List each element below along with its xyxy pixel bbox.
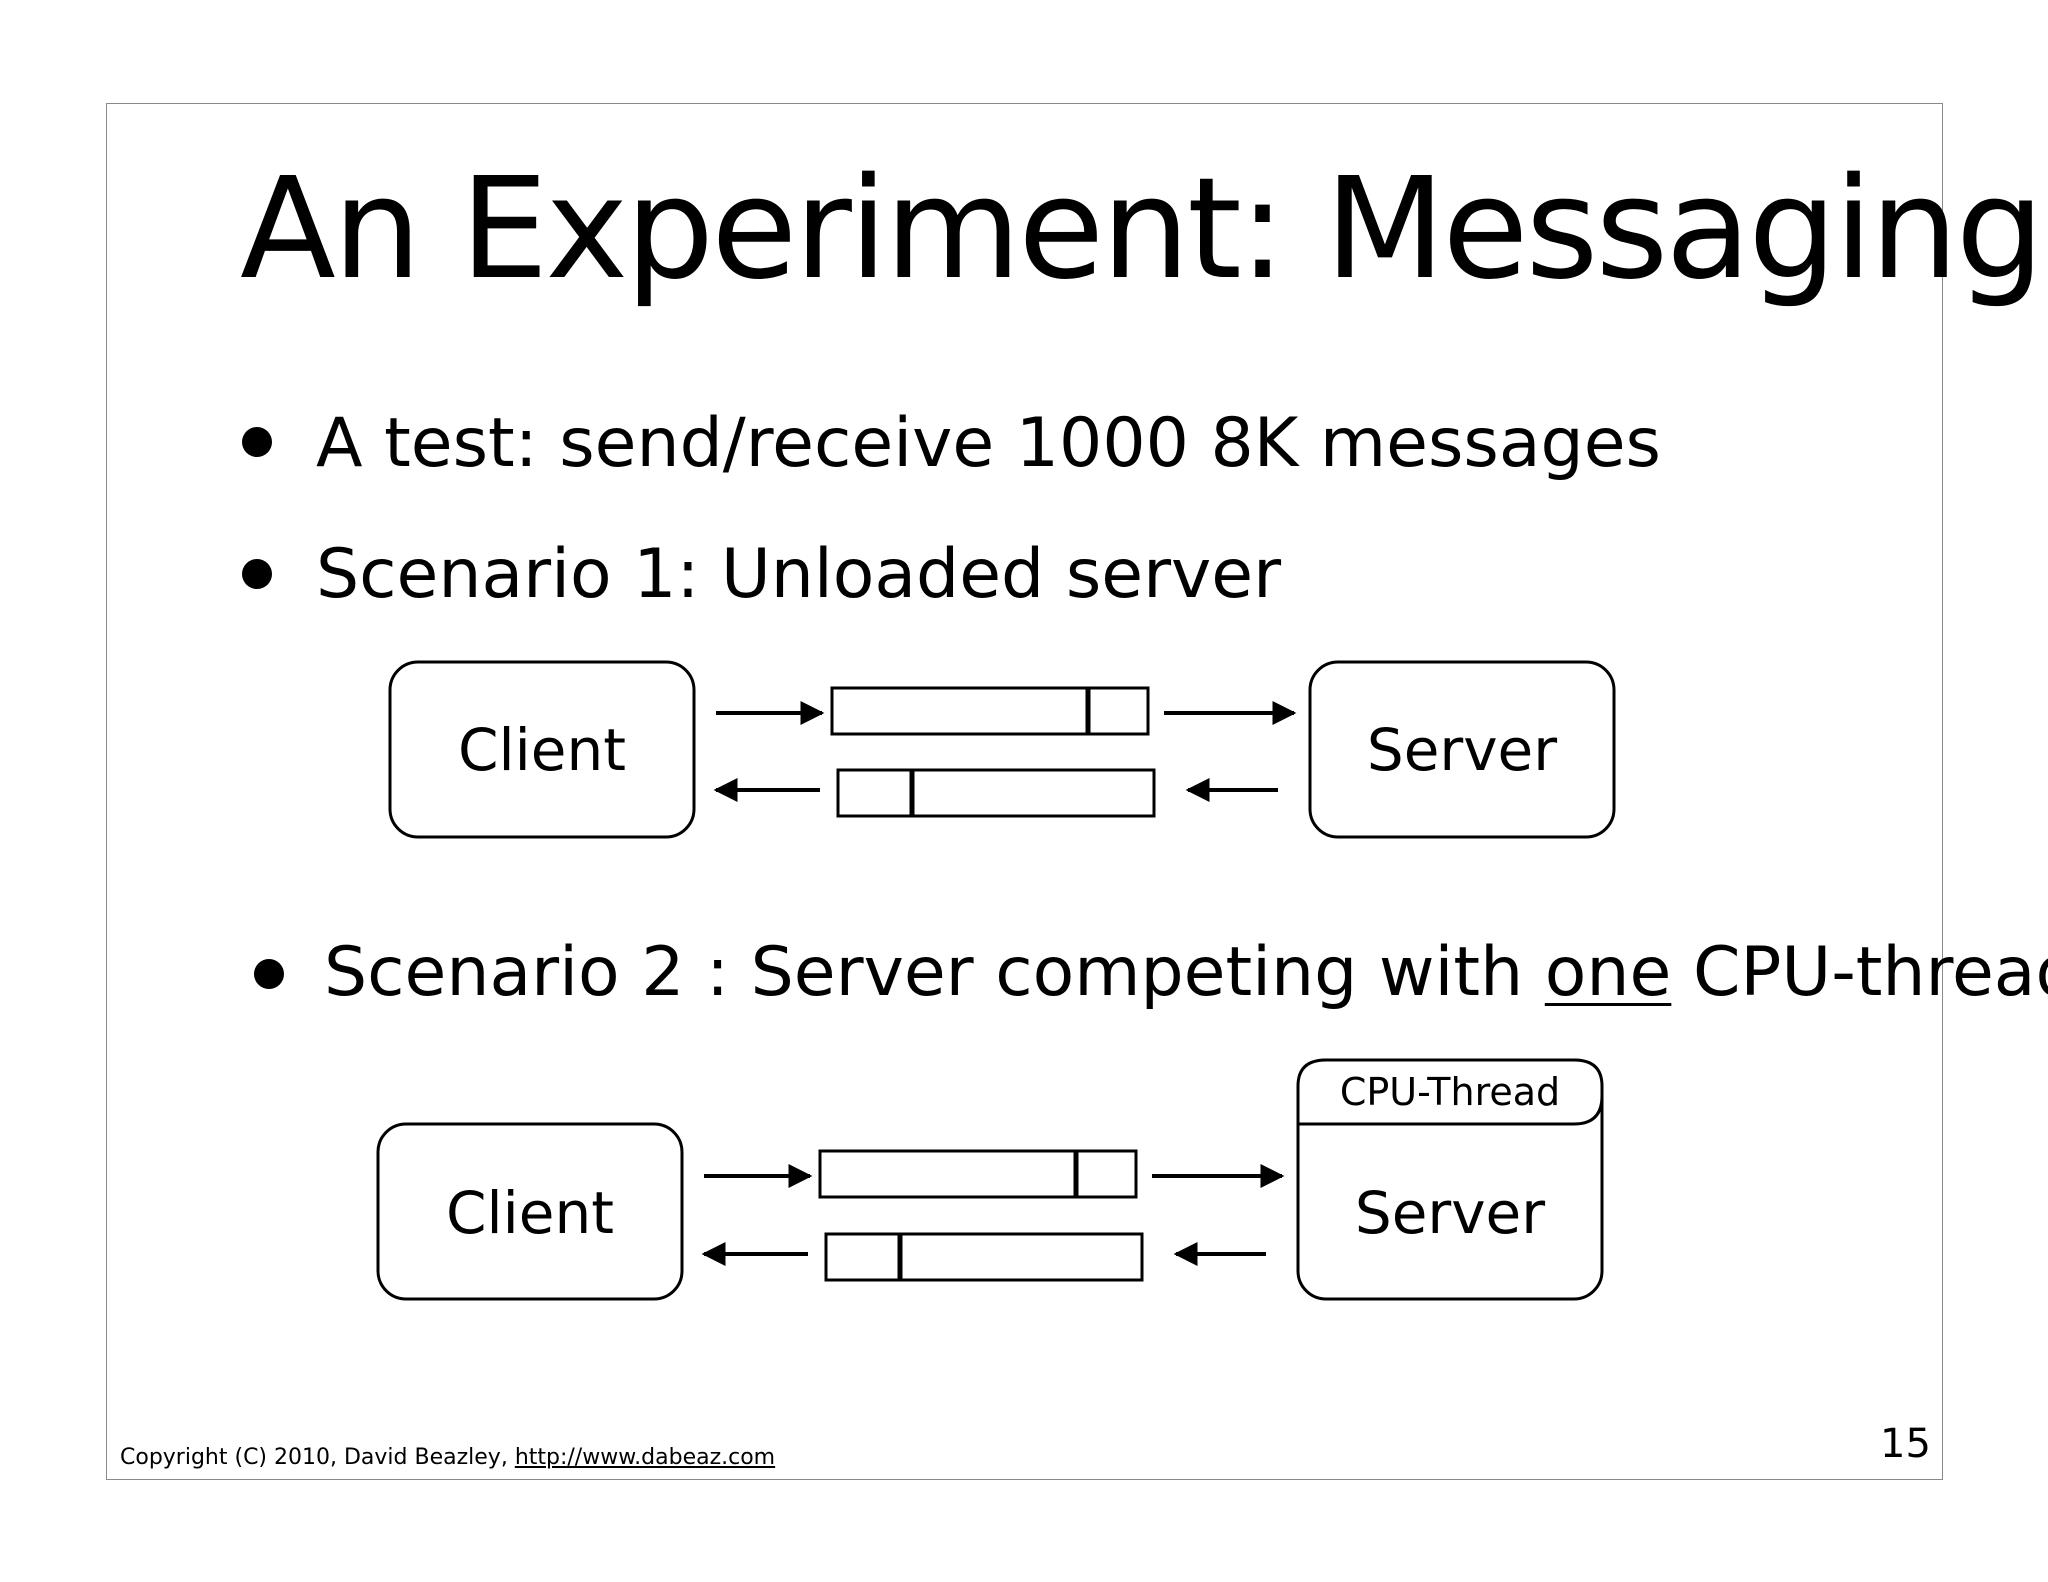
footer-copyright: Copyright (C) 2010, David Beazley, http:… xyxy=(120,1444,775,1472)
scenario-2-prefix: Scenario 2 : Server competing with xyxy=(324,933,1545,1012)
bullet-test: A test: send/receive 1000 8K messages xyxy=(316,404,1661,483)
scenario-2-emphasis: one xyxy=(1544,933,1672,1012)
scenario-2-client-label: Client xyxy=(446,1179,614,1247)
cpu-thread-label: CPU-Thread xyxy=(1339,1070,1561,1114)
bullet-marker xyxy=(242,427,272,457)
scenario-1-server-label: Server xyxy=(1366,716,1558,784)
scenario-1-client-label: Client xyxy=(458,716,626,784)
slide-frame xyxy=(106,103,1943,1480)
client-box xyxy=(388,660,696,839)
bullet-scenario-2: Scenario 2 : Server competing with one C… xyxy=(324,933,2048,1013)
server-box xyxy=(1308,660,1616,839)
page-number: 15 xyxy=(1880,1421,1931,1467)
bullet-scenario-1: Scenario 1: Unloaded server xyxy=(316,535,1282,614)
response-queue xyxy=(836,768,1156,818)
cpu-thread-header xyxy=(1296,1058,1604,1126)
request-queue xyxy=(818,1149,1138,1199)
scenario-1-diagram xyxy=(388,660,1616,839)
bullet-marker xyxy=(254,959,284,989)
footer-link[interactable]: http://www.dabeaz.com xyxy=(514,1445,776,1470)
scenario-2-diagram xyxy=(376,1058,1604,1301)
bullet-marker xyxy=(242,559,272,589)
request-queue xyxy=(830,686,1150,736)
response-queue xyxy=(824,1232,1144,1282)
scenario-2-server-label: Server xyxy=(1354,1179,1546,1247)
copyright-text: Copyright (C) 2010, David Beazley, xyxy=(120,1445,515,1470)
slide-title: An Experiment: Messaging xyxy=(240,148,2045,311)
scenario-2-suffix: CPU-thread xyxy=(1671,933,2048,1012)
client-box xyxy=(376,1122,684,1301)
